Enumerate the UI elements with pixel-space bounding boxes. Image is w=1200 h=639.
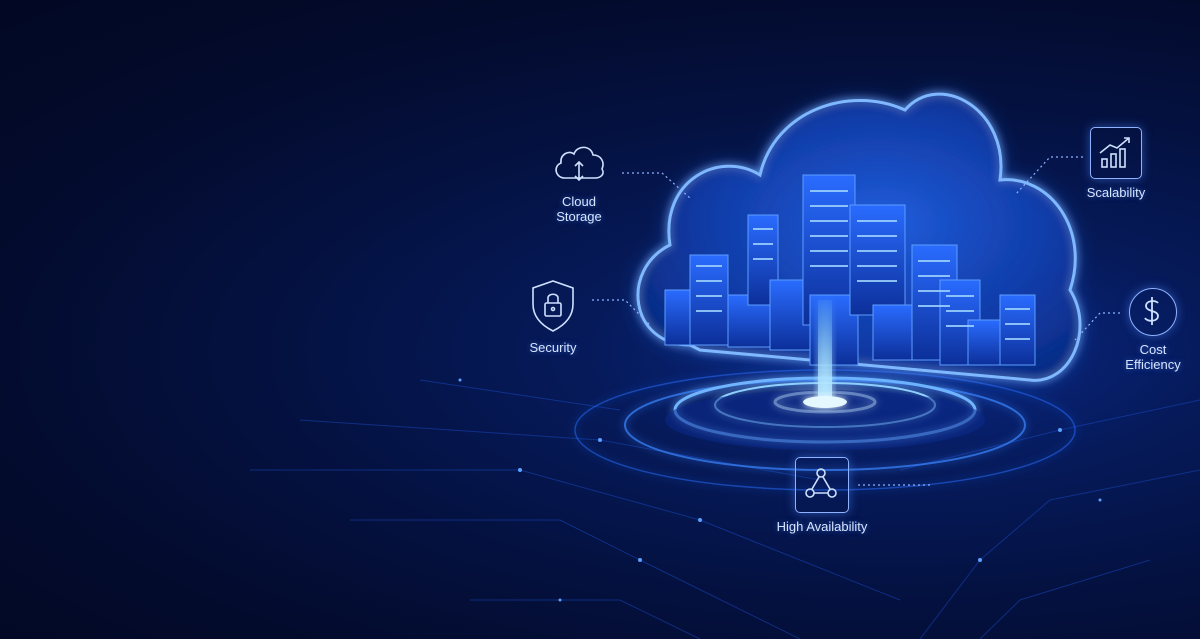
building-windows (696, 190, 1030, 340)
scalability-label: Scalability (1086, 185, 1146, 200)
availability-icon-box (795, 457, 849, 513)
feature-cloud-storage: Cloud Storage (540, 140, 618, 224)
feature-high-availability: High Availability (765, 457, 879, 534)
shield-lock-icon (532, 280, 574, 332)
high-availability-label: High Availability (776, 519, 868, 534)
cost-icon-circle (1129, 288, 1177, 336)
growth-chart-icon (1099, 137, 1130, 168)
cloud-storage-label: Cloud Storage (556, 194, 602, 224)
light-beam (818, 300, 832, 405)
dollar-icon (1144, 297, 1159, 325)
platform-base (665, 390, 985, 450)
feature-scalability: Scalability (1075, 127, 1157, 200)
feature-cost-efficiency: Cost Efficiency (1116, 288, 1190, 372)
security-label: Security (529, 340, 577, 355)
feature-security: Security (516, 278, 590, 355)
cost-efficiency-label: Cost Efficiency (1125, 342, 1181, 372)
cloud-sync-icon (555, 146, 604, 182)
circuit-dots (458, 378, 1102, 602)
connector-lines (592, 156, 1120, 486)
scalability-icon-box (1090, 127, 1142, 179)
network-nodes-icon (805, 468, 837, 498)
